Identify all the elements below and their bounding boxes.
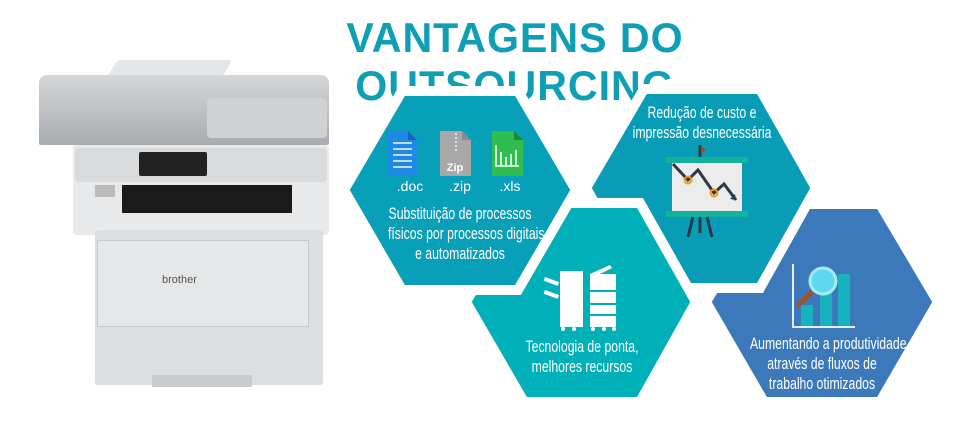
benefit-4-line: através de fluxos de [767,354,877,373]
benefit-text-4: Aumentando a produtividade através de fl… [750,334,907,394]
benefit-text-2: Redução de custo e impressão desnecessár… [630,103,774,143]
benefit-text-1: Substituição de processos físicos por pr… [388,204,545,264]
benefit-2-line: Redução de custo e [647,103,757,122]
chart-easel-icon [666,145,748,238]
file-ext-doc: .doc [396,178,424,194]
printer-brand-label: brother [162,274,197,286]
copier-icon [543,265,616,331]
benefit-2-line: impressão desnecessária [632,123,772,142]
printer-image: brother [37,60,332,392]
benefit-text-3: Tecnologia de ponta, melhores recursos [510,337,654,377]
benefit-1-line: físicos por processos digitais [388,224,545,243]
page-title: VANTAGENS DO OUTSOURCING [346,14,684,109]
benefit-4-line: trabalho otimizados [768,374,876,393]
file-ext-zip: .zip [449,178,471,194]
file-ext-xls: .xls [499,178,521,194]
zip-label: Zip [447,162,464,174]
benefit-1-line: e automatizados [415,244,505,263]
benefit-1-line: Substituição de processos [388,204,532,223]
benefit-4-line: Aumentando a produtividade [750,334,907,353]
chart-magnifier-icon [792,264,855,328]
benefit-3-line: melhores recursos [531,357,633,376]
xls-file-icon [492,131,523,176]
doc-file-icon [388,131,417,176]
zip-file-icon: Zip [440,131,471,176]
benefit-3-line: Tecnologia de ponta, [525,337,639,356]
